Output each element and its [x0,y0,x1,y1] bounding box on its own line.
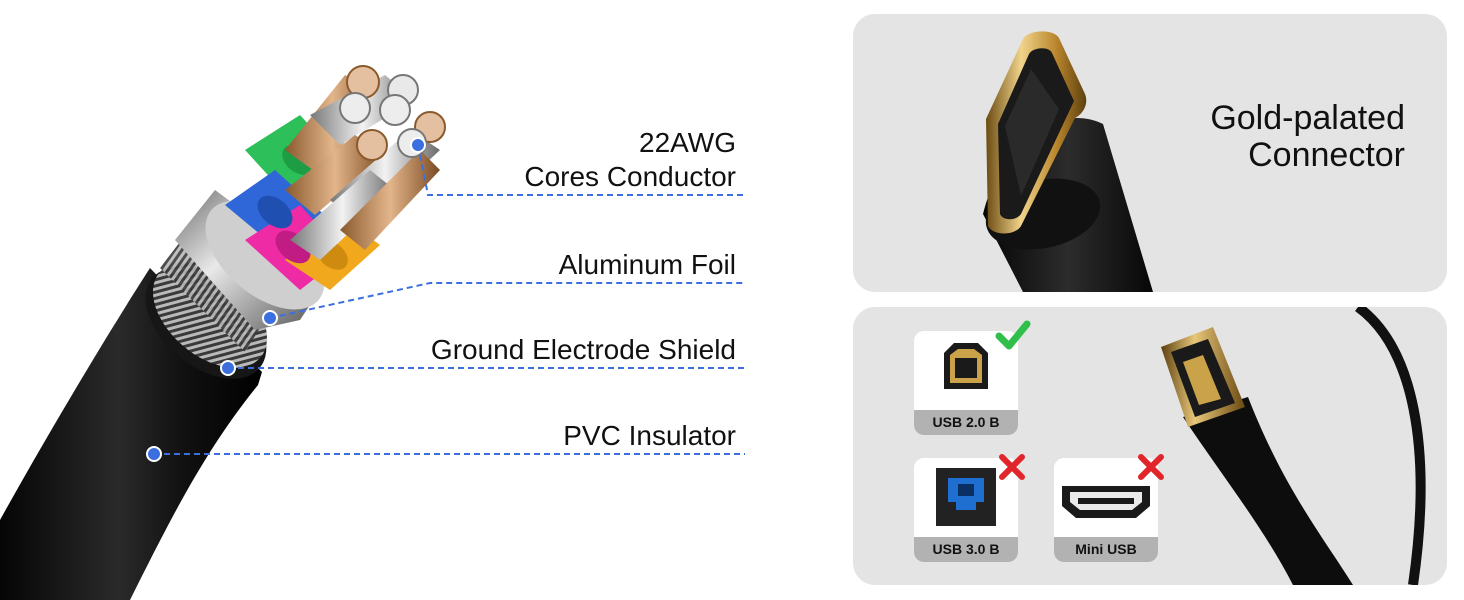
label-ground-shield: Ground Electrode Shield [430,334,736,365]
usb-b-cable-illustration [1161,307,1426,585]
callout-lines [154,144,745,455]
callout-dot-insulator [146,446,162,462]
cross-icon-mini-usb [1138,454,1164,480]
callout-dots [146,137,426,462]
mini-usb-port-icon [1062,486,1150,518]
port-label-usb-2-b: USB 2.0 B [914,410,1018,435]
callout-line-cores [417,144,745,196]
port-label-mini-usb: Mini USB [1054,537,1158,562]
port-compatibility-panel: USB 2.0 B USB 3.0 B Mini USB [853,307,1447,585]
check-icon [995,320,1031,350]
callout-dot-cores [410,137,426,153]
label-cores-conductor: Cores Conductor [524,161,736,192]
usb-c-connector-illustration [983,31,1153,292]
connector-caption-line2: Connector [1248,136,1405,174]
label-cores: 22AWG Cores Conductor [524,126,736,194]
callout-dot-shield [220,360,236,376]
connector-caption-line1: Gold-palated [1210,99,1405,137]
port-card-usb-2-b: USB 2.0 B [914,331,1018,435]
port-card-mini-usb: Mini USB [1054,458,1158,562]
usb-2-b-port-icon [944,343,988,389]
callout-dot-foil [262,310,278,326]
label-aluminum-foil: Aluminum Foil [558,249,736,280]
callout-line-foil [269,282,745,319]
cross-icon-usb-3-b [999,454,1025,480]
stranded-conductors [285,65,446,260]
insulated-cores [225,115,380,290]
connector-caption: Gold-palated Connector [1210,100,1405,174]
connector-panel: Gold-palated Connector [853,14,1447,292]
label-pvc-insulator: PVC Insulator [563,420,736,451]
cable-cross-section-illustration [0,65,745,600]
label-cores-awg: 22AWG [639,127,736,158]
usb-3-b-port-icon [936,468,996,526]
port-label-usb-3-b: USB 3.0 B [914,537,1018,562]
